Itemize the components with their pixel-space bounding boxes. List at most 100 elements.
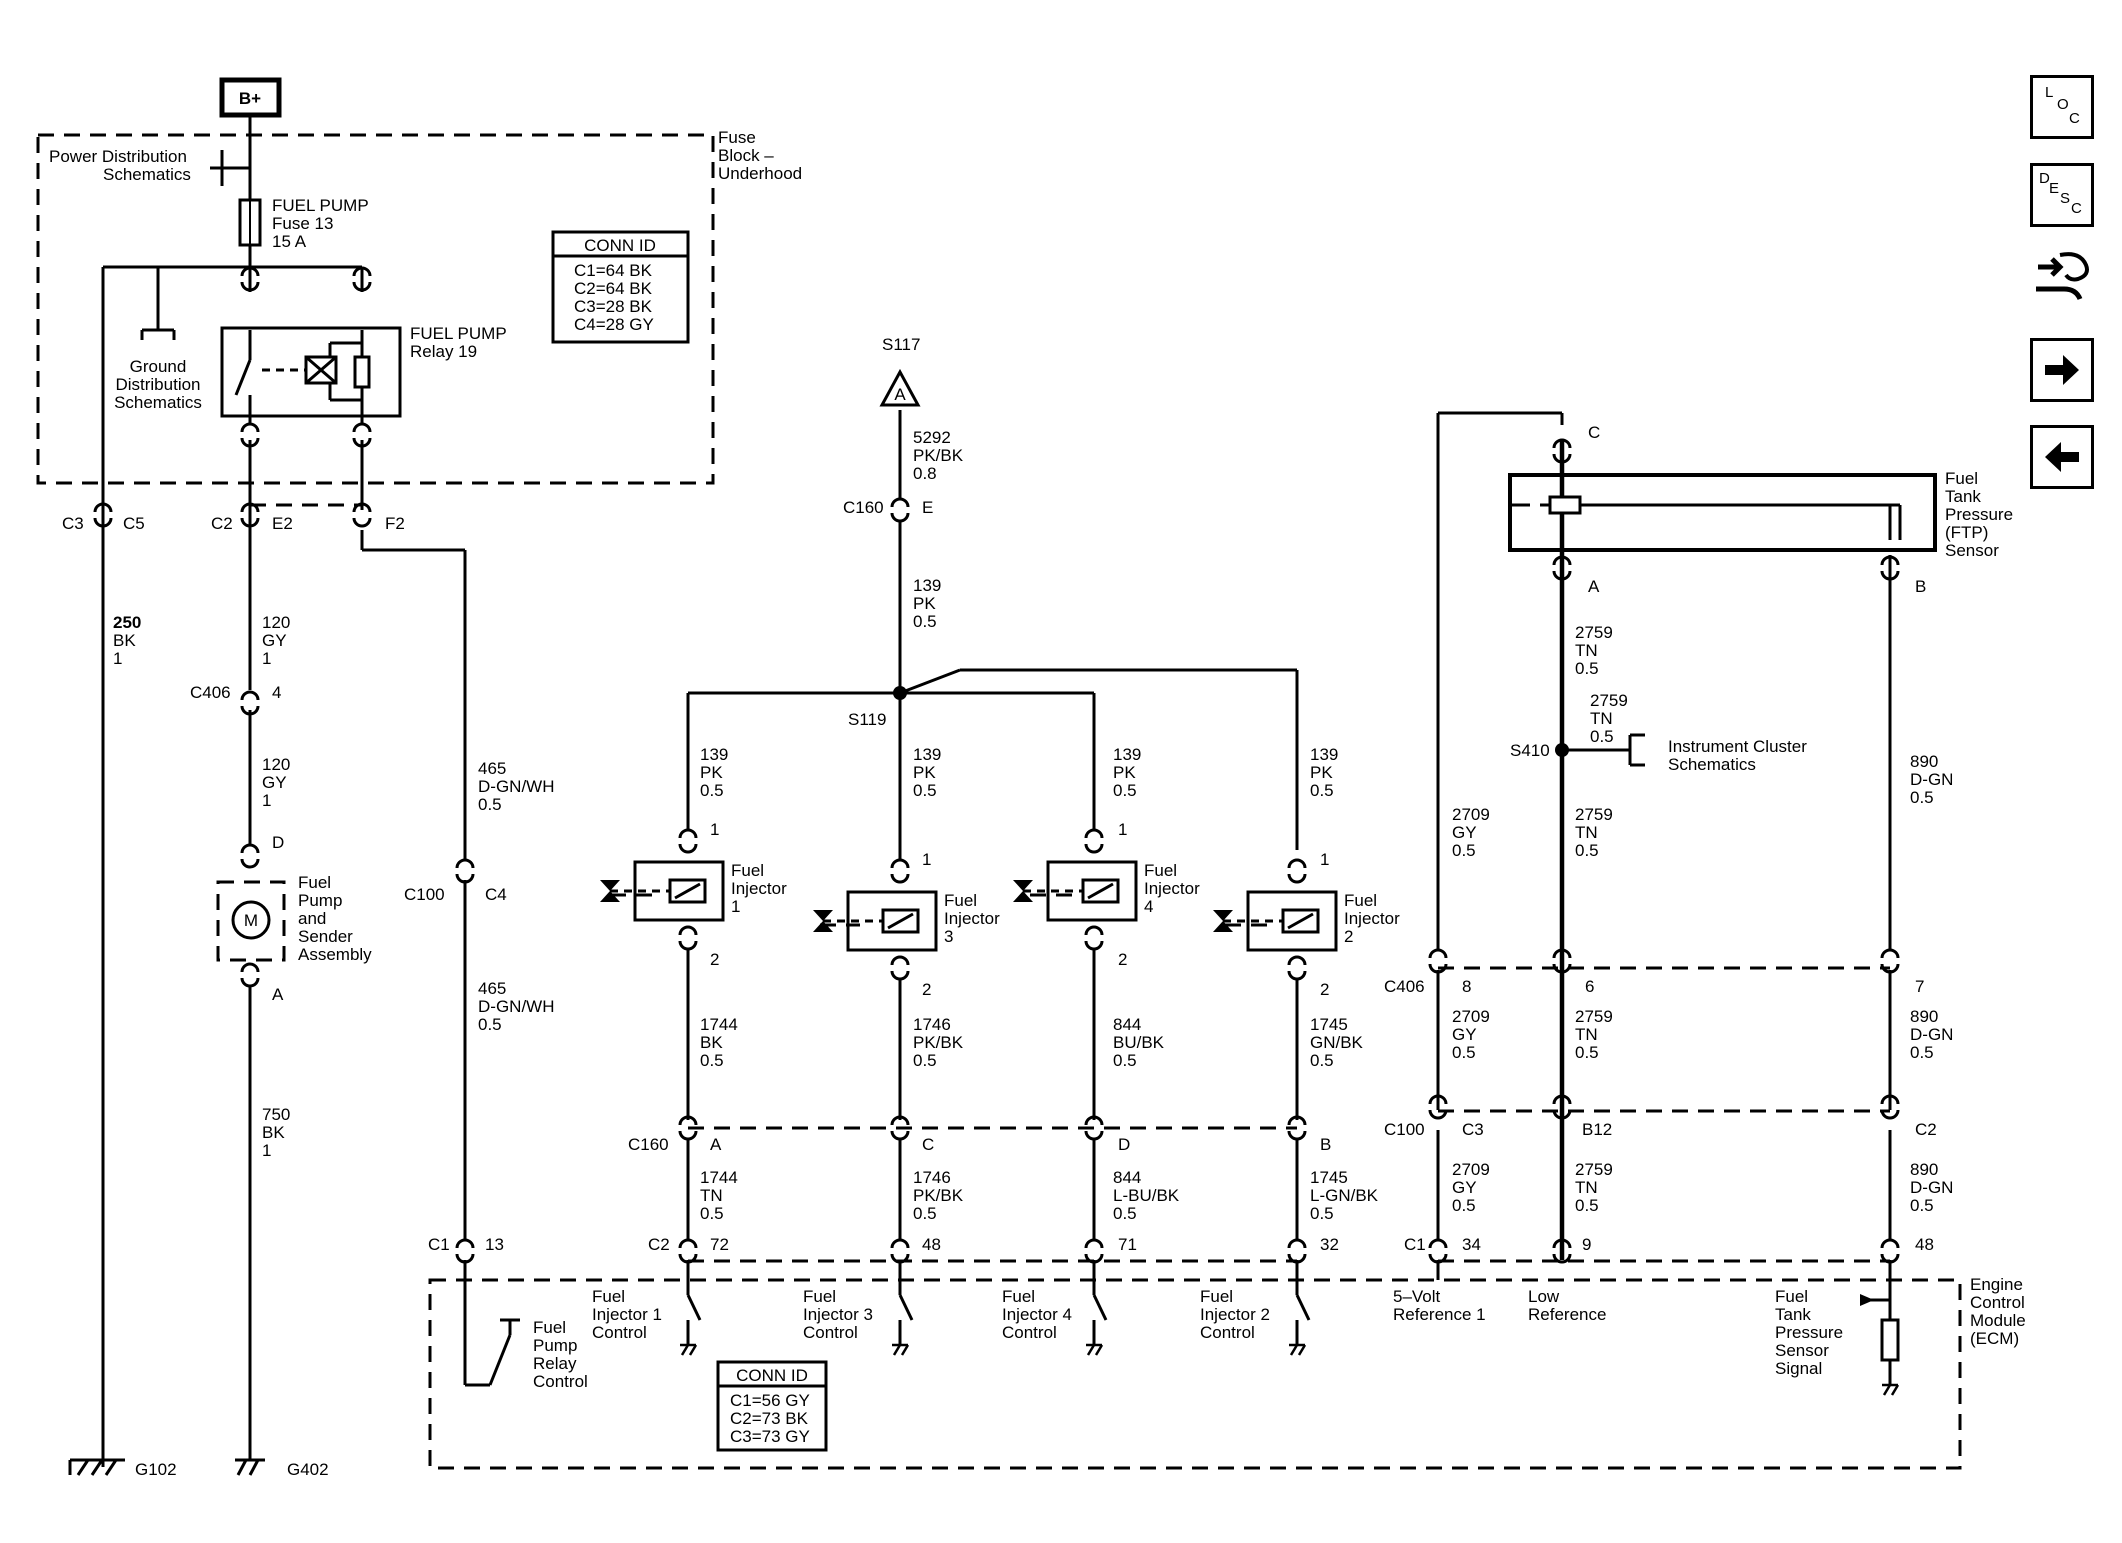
wire-label: 465	[478, 979, 506, 998]
s117-pin: A	[894, 385, 906, 404]
wire-label: D-GN	[1910, 1178, 1953, 1197]
conn-label: 2	[922, 980, 931, 999]
conn-label: 1	[710, 820, 719, 839]
power-dist-line1: Power Distribution	[49, 147, 187, 166]
fuel-pump-label: Fuel	[298, 873, 331, 892]
conn-label: S119	[848, 710, 886, 729]
ecm-ftp-signal: Tank	[1775, 1305, 1811, 1324]
conn-label: 71	[1118, 1235, 1137, 1254]
wire-label: 890	[1910, 1007, 1938, 1026]
conn-label: C	[1588, 423, 1600, 442]
wire-label: 0.5	[1910, 1196, 1934, 1215]
conn-label: 4	[272, 683, 281, 702]
back-button[interactable]	[2030, 425, 2094, 489]
ftp-label: Sensor	[1945, 541, 1999, 560]
splice-s117	[879, 368, 921, 407]
relay-diode	[353, 355, 371, 389]
relay-box	[220, 326, 402, 418]
ecm-pump-relay: Control	[533, 1372, 588, 1391]
splice-s119	[893, 686, 907, 700]
wire-label: 250	[113, 613, 141, 632]
wire-label: 1746	[913, 1015, 951, 1034]
wire-label: 750	[262, 1105, 290, 1124]
conn-label: 48	[922, 1235, 941, 1254]
inj3-label: Injector	[944, 909, 1000, 928]
conn-id-bottom: CONN ID C1=56 GY C2=73 BK C3=73 GY	[716, 1360, 828, 1452]
conn-label: C2	[1915, 1120, 1937, 1139]
ecm-inj1: Injector 1	[592, 1305, 662, 1324]
wire-label: 0.5	[1113, 781, 1137, 800]
inj3-label: Fuel	[944, 891, 977, 910]
fuel-pump-label: Sender	[298, 927, 353, 946]
desc-button[interactable]: D E S C	[2030, 163, 2094, 227]
conn-label: C3	[62, 514, 84, 533]
fuse-block-line3: Underhood	[718, 164, 802, 183]
wire-label: 120	[262, 755, 290, 774]
ecm-label: Engine	[1970, 1275, 2023, 1294]
wire-label: TN	[1575, 1025, 1598, 1044]
conn-id-bottom-row: C2=73 BK	[730, 1409, 809, 1428]
ecm-lowref: Low	[1528, 1287, 1560, 1306]
wire-label: 139	[700, 745, 728, 764]
wire-label: TN	[1575, 823, 1598, 842]
wire-label: GY	[1452, 1025, 1477, 1044]
desc-letter: D	[2039, 170, 2050, 187]
wire-label: 1	[113, 649, 122, 668]
wire-label: 890	[1910, 752, 1938, 771]
conn-label: D	[272, 833, 284, 852]
ecm-label: Control	[1970, 1293, 2025, 1312]
relay-line1: FUEL PUMP	[410, 324, 507, 343]
wire-label: 2709	[1452, 1160, 1490, 1179]
ground-g102	[76, 1459, 118, 1476]
motor-label: M	[244, 911, 258, 930]
conn-label: 48	[1915, 1235, 1934, 1254]
dashed-boundaries	[36, 133, 1962, 1470]
conn-id-top-row: C4=28 GY	[574, 315, 654, 334]
conn-label: 1	[1320, 850, 1329, 869]
wire-label: 5292	[913, 428, 951, 447]
conn-label: C4	[485, 885, 507, 904]
fuse-line3: 15 A	[272, 232, 307, 251]
connector-tool-icon[interactable]	[2030, 245, 2094, 309]
wire-label: 844	[1113, 1168, 1141, 1187]
wire-label: 139	[1310, 745, 1338, 764]
power-dist-line2: Schematics	[103, 165, 191, 184]
conn-label: E2	[272, 514, 293, 533]
ecm-inj2: Injector 2	[1200, 1305, 1270, 1324]
wire-label: D-GN/WH	[478, 777, 554, 796]
conn-label: 13	[485, 1235, 504, 1254]
wire-label: TN	[1590, 709, 1613, 728]
wire-label: 0.5	[1575, 1196, 1599, 1215]
wire-label: 1	[262, 791, 271, 810]
ecm-inj4: Control	[1002, 1323, 1057, 1342]
ecm-pump-relay: Relay	[533, 1354, 577, 1373]
ecm-grounds	[680, 1343, 1900, 1396]
inj3-label: 3	[944, 927, 953, 946]
ground-g402	[236, 1459, 260, 1476]
next-button[interactable]	[2030, 338, 2094, 402]
ftp-label: Pressure	[1945, 505, 2013, 524]
wire-label: 2759	[1590, 691, 1628, 710]
conn-label: C100	[404, 885, 445, 904]
conn-label: 8	[1462, 977, 1471, 996]
ecm-inj1: Fuel	[592, 1287, 625, 1306]
fuse-block-line1: Fuse	[718, 128, 756, 147]
wire-label: PK	[1310, 763, 1333, 782]
wire-label: D-GN/WH	[478, 997, 554, 1016]
conn-label: B12	[1582, 1120, 1612, 1139]
ecm-ftp-signal: Signal	[1775, 1359, 1822, 1378]
conn-label: C2	[211, 514, 233, 533]
component-labels: Fuel Pump and Sender Assembly Fuel Injec…	[298, 469, 2026, 1348]
wire-label: 0.5	[1575, 1043, 1599, 1062]
inj1-label: Fuel	[731, 861, 764, 880]
desc-letter: S	[2060, 190, 2071, 207]
wire-label: 0.5	[1113, 1051, 1137, 1070]
ecm-ref5v: 5–Volt	[1393, 1287, 1441, 1306]
wire-label: PK/BK	[913, 1033, 964, 1052]
inj4-label: 4	[1144, 897, 1153, 916]
wire-label: 1746	[913, 1168, 951, 1187]
ground-dist-line3: Schematics	[114, 393, 202, 412]
wire-label: 0.5	[913, 612, 937, 631]
loc-button[interactable]: L O C	[2030, 75, 2094, 139]
conn-label: B	[1915, 577, 1926, 596]
